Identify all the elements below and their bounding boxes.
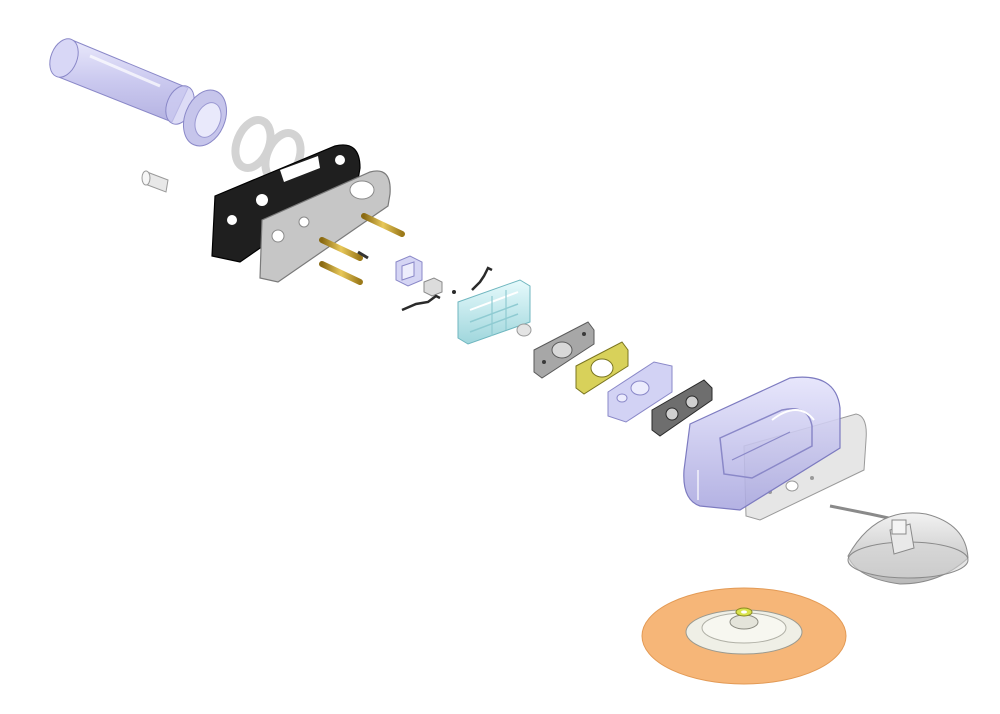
transparent-valve-body bbox=[607, 361, 673, 423]
transparent-tube bbox=[49, 38, 195, 125]
brass-pins bbox=[319, 213, 405, 285]
dark-valve-plate bbox=[651, 379, 713, 437]
grey-valve-plate bbox=[533, 321, 595, 379]
main-housing bbox=[683, 376, 841, 511]
manifold-block bbox=[457, 279, 531, 345]
spring-wire-left bbox=[401, 294, 441, 312]
suction-cup bbox=[829, 504, 969, 585]
tube-end-coupling bbox=[183, 89, 227, 147]
small-block-transparent bbox=[395, 255, 423, 287]
spring-wire-right bbox=[452, 266, 493, 294]
orange-disc-base bbox=[641, 587, 847, 685]
small-knob bbox=[516, 323, 532, 337]
small-bushing bbox=[141, 170, 169, 193]
small-cube bbox=[423, 277, 443, 297]
yellow-gasket bbox=[575, 341, 629, 395]
